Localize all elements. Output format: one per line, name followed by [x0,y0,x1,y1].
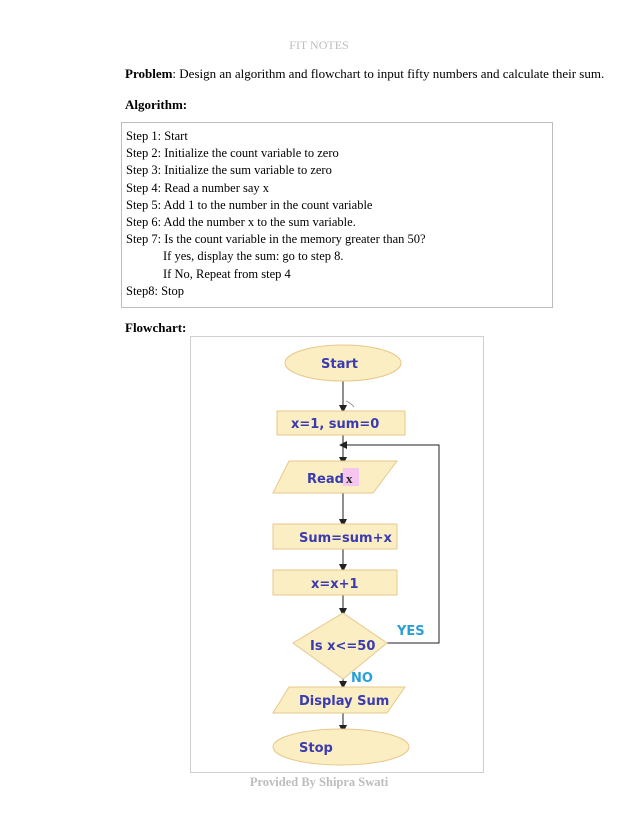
display-output [272,686,406,714]
decision-label: Is x<=50 [310,639,375,654]
read-label: Read [307,472,344,487]
algorithm-step: Step 1: Start [126,129,188,143]
sum-label: Sum=sum+x [299,531,392,546]
algorithm-step: Step 2: Initialize the count variable to… [126,146,339,161]
connector-curl [345,400,355,408]
stop-terminal [272,728,410,766]
algorithm-substep-yes: If yes, display the sum: go to step 8. [163,249,344,264]
read-var-highlight [343,468,359,486]
algorithm-heading: Algorithm: [125,97,188,112]
init-process [276,410,406,436]
algorithm-step: Step 5: Add 1 to the number in the count… [126,197,373,212]
display-label: Display Sum [299,694,389,709]
algorithm-step: Step 6: Add the number x to the sum vari… [126,215,356,230]
yes-label: YES [396,624,425,639]
yes-loop-connector [339,441,440,644]
increment-process [272,569,398,596]
algorithm-step: Step 3: Initialize the sum variable to z… [126,163,332,178]
algorithm-step: Step 7: Is the count variable in the mem… [126,232,426,247]
page-header: FIT NOTES [289,38,349,52]
read-var: x [346,471,353,486]
start-label: Start [321,357,358,372]
increment-label: x=x+1 [311,577,359,592]
stop-label: Stop [299,741,333,756]
decision-diamond [292,612,388,680]
start-terminal [284,344,402,382]
algorithm-step: Step8: Stop [126,283,184,298]
problem-text: : Design an algorithm and flowchart to i… [172,66,605,81]
sum-process [272,523,398,550]
algorithm-substep-no: If No, Repeat from step 4 [163,266,291,281]
read-input [272,460,398,494]
page-footer: Provided By Shipra Swati [249,775,389,789]
problem-label: Problem [125,66,173,81]
flowchart-diagram: Start x=1, sum=0 Read x Sum=sum+x x=x+1 … [272,344,440,766]
init-label: x=1, sum=0 [291,417,379,432]
algorithm-box: Step 1: Start Step 2: Initialize the cou… [121,122,553,308]
flowchart-heading: Flowchart: [125,320,187,335]
algorithm-step: Step 4: Read a number say x [126,180,270,195]
no-label: NO [351,671,373,686]
problem-statement: Problem: Design an algorithm and flowcha… [125,66,604,82]
flowchart-frame: Start x=1, sum=0 Read x Sum=sum+x x=x+1 … [190,336,484,773]
